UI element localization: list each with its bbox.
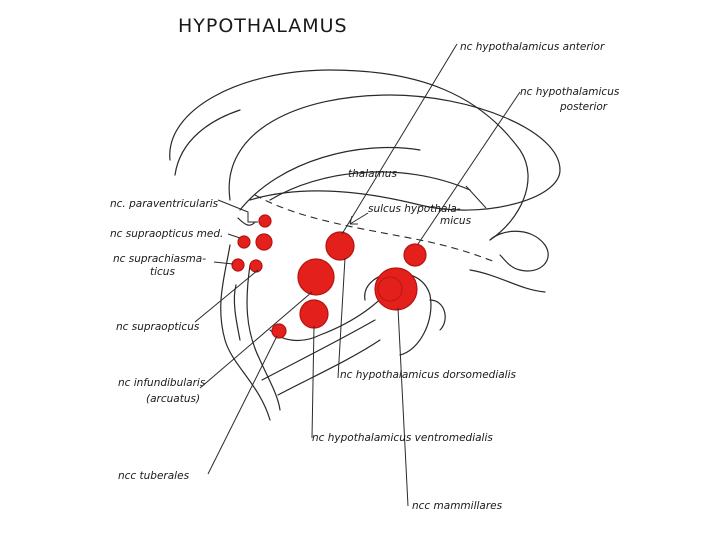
label-nc-hypothalamicus-anterior: nc hypothalamicus anterior	[460, 41, 605, 53]
pointer-lines	[194, 43, 521, 507]
label-nc-dorsomedialis: nc hypothalamicus dorsomedialis	[340, 369, 517, 381]
nucleus-mammillaris	[374, 267, 418, 311]
label-nc-hypothalamicus-posterior-1: nc hypothalamicus	[520, 86, 620, 98]
label-thalamus: thalamus	[348, 168, 397, 180]
label-nc-suprachiasmaticus-2: ticus	[150, 266, 175, 278]
label-nc-ventromedialis: nc hypothalamicus ventromedialis	[312, 432, 493, 444]
label-nc-hypothalamicus-posterior-2: posterior	[559, 101, 608, 113]
label-ncc-mammillares: ncc mammillares	[412, 500, 503, 512]
nucleus-posterior	[403, 243, 427, 267]
label-nc-infundibularis-1: nc infundibularis	[118, 377, 206, 389]
label-nc-supraopticus-med: nc supraopticus med.	[110, 228, 223, 240]
nucleus-ventromedialis	[299, 299, 329, 329]
label-nc-supraopticus: nc supraopticus	[116, 321, 200, 333]
nucleus-paraventricularis	[258, 214, 272, 228]
nuclei-group	[231, 214, 427, 339]
nucleus-supraopticus-med-a	[237, 235, 251, 249]
diagram-title: HYPOTHALAMUS	[178, 15, 348, 37]
label-ncc-tuberales: ncc tuberales	[118, 470, 190, 482]
label-sulcus-1: sulcus hypothala-	[368, 203, 461, 215]
label-sulcus-2: micus	[440, 215, 472, 227]
nucleus-supraopticus	[271, 323, 287, 339]
brain-outline	[169, 69, 561, 421]
label-nc-suprachiasmaticus-1: nc suprachiasma-	[113, 253, 206, 265]
nucleus-dorsomedialis	[297, 258, 335, 296]
sulcus-hypothalamicus-line	[254, 194, 496, 263]
nucleus-suprachiasmaticus-b	[249, 259, 263, 273]
nucleus-anterior	[325, 231, 355, 261]
nucleus-suprachiasmaticus-a	[231, 258, 245, 272]
label-nc-paraventricularis: nc. paraventricularis	[110, 198, 219, 210]
label-nc-infundibularis-2: (arcuatus)	[146, 393, 200, 405]
nucleus-supraopticus-med-b	[255, 233, 273, 251]
